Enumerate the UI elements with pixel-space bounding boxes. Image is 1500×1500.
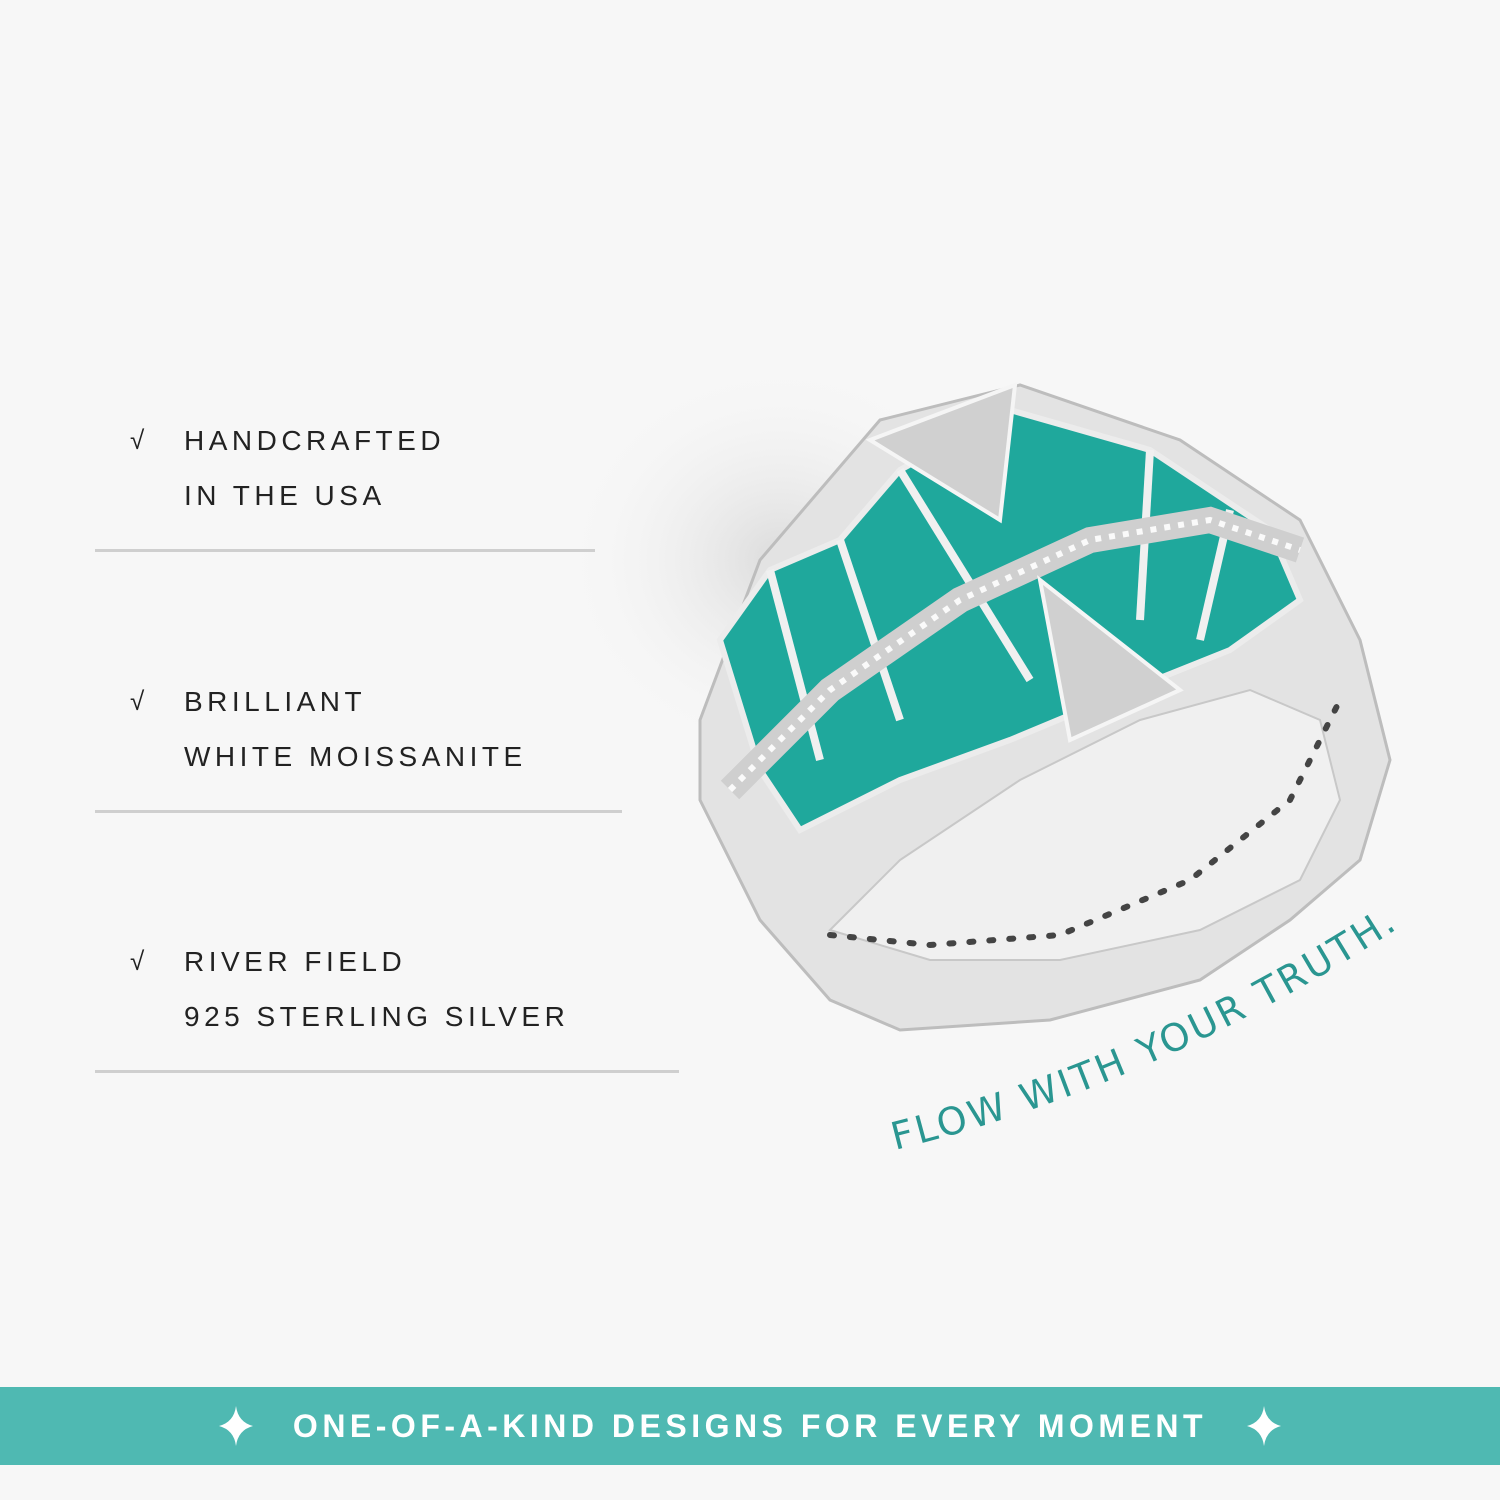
divider — [95, 1070, 679, 1073]
feature-line-1: BRILLIANT — [184, 686, 367, 717]
divider — [95, 810, 622, 813]
sparkle-icon — [1247, 1406, 1282, 1446]
feature-line-2: WHITE MOISSANITE — [184, 741, 527, 772]
feature-line-1: HANDCRAFTED — [184, 425, 446, 456]
sparkle-icon — [218, 1406, 253, 1446]
check-icon: √ — [130, 425, 149, 455]
check-icon: √ — [130, 946, 149, 976]
feature-line-2: IN THE USA — [184, 480, 386, 511]
feature-line-2: 925 STERLING SILVER — [184, 1001, 570, 1032]
check-icon: √ — [130, 686, 149, 716]
banner: ONE-OF-A-KIND DESIGNS FOR EVERY MOMENT — [0, 1387, 1500, 1465]
banner-text: ONE-OF-A-KIND DESIGNS FOR EVERY MOMENT — [292, 1407, 1208, 1444]
feature-line-1: RIVER FIELD — [184, 946, 407, 977]
divider — [95, 549, 595, 552]
